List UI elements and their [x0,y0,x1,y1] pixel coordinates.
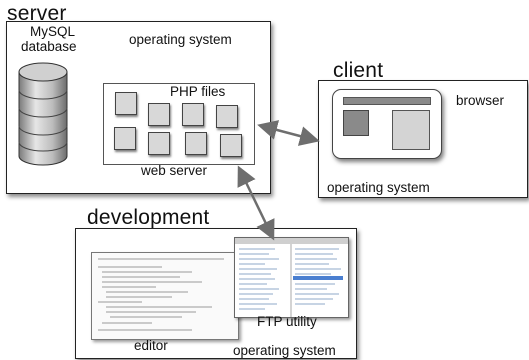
web-server-box: PHP files [103,83,255,165]
client-title: client [333,59,384,82]
php-file-icon [220,134,242,157]
server-client-arrow [257,120,320,146]
server-development-arrow [237,165,275,241]
php-file-icon [216,105,238,128]
php-file-icon [182,103,204,126]
browser-content-panel [392,110,430,150]
db-label-line2: database [21,39,77,54]
browser-label: browser [456,93,505,108]
ftp-utility-label: FTP utility [257,314,317,329]
editor-window-icon [91,252,239,340]
browser-image-panel [343,110,369,136]
php-file-icon [185,132,207,155]
development-box: editor FTP utility opera [75,228,357,359]
server-box: MySQL database operating system PHP file… [6,21,271,194]
php-file-icon [148,103,170,126]
browser-window-icon [332,89,442,159]
ftp-window-icon [234,237,349,318]
development-title: development [87,206,210,229]
editor-label: editor [134,338,168,353]
editor-code-lines [98,258,224,331]
development-os-label: operating system [233,343,336,358]
php-file-icon [148,132,170,155]
php-file-icon [114,127,136,150]
server-title: server [7,2,67,25]
server-os-label: operating system [129,32,232,47]
browser-address-bar [343,97,431,105]
database-icon [18,62,68,166]
client-os-label: operating system [327,180,430,195]
client-box: browser operating system [318,80,528,198]
php-files-label: PHP files [170,84,226,99]
web-server-label: web server [141,163,208,178]
ftp-file-list [235,238,348,317]
php-file-icon [115,92,137,115]
db-label-line1: MySQL [30,24,76,39]
